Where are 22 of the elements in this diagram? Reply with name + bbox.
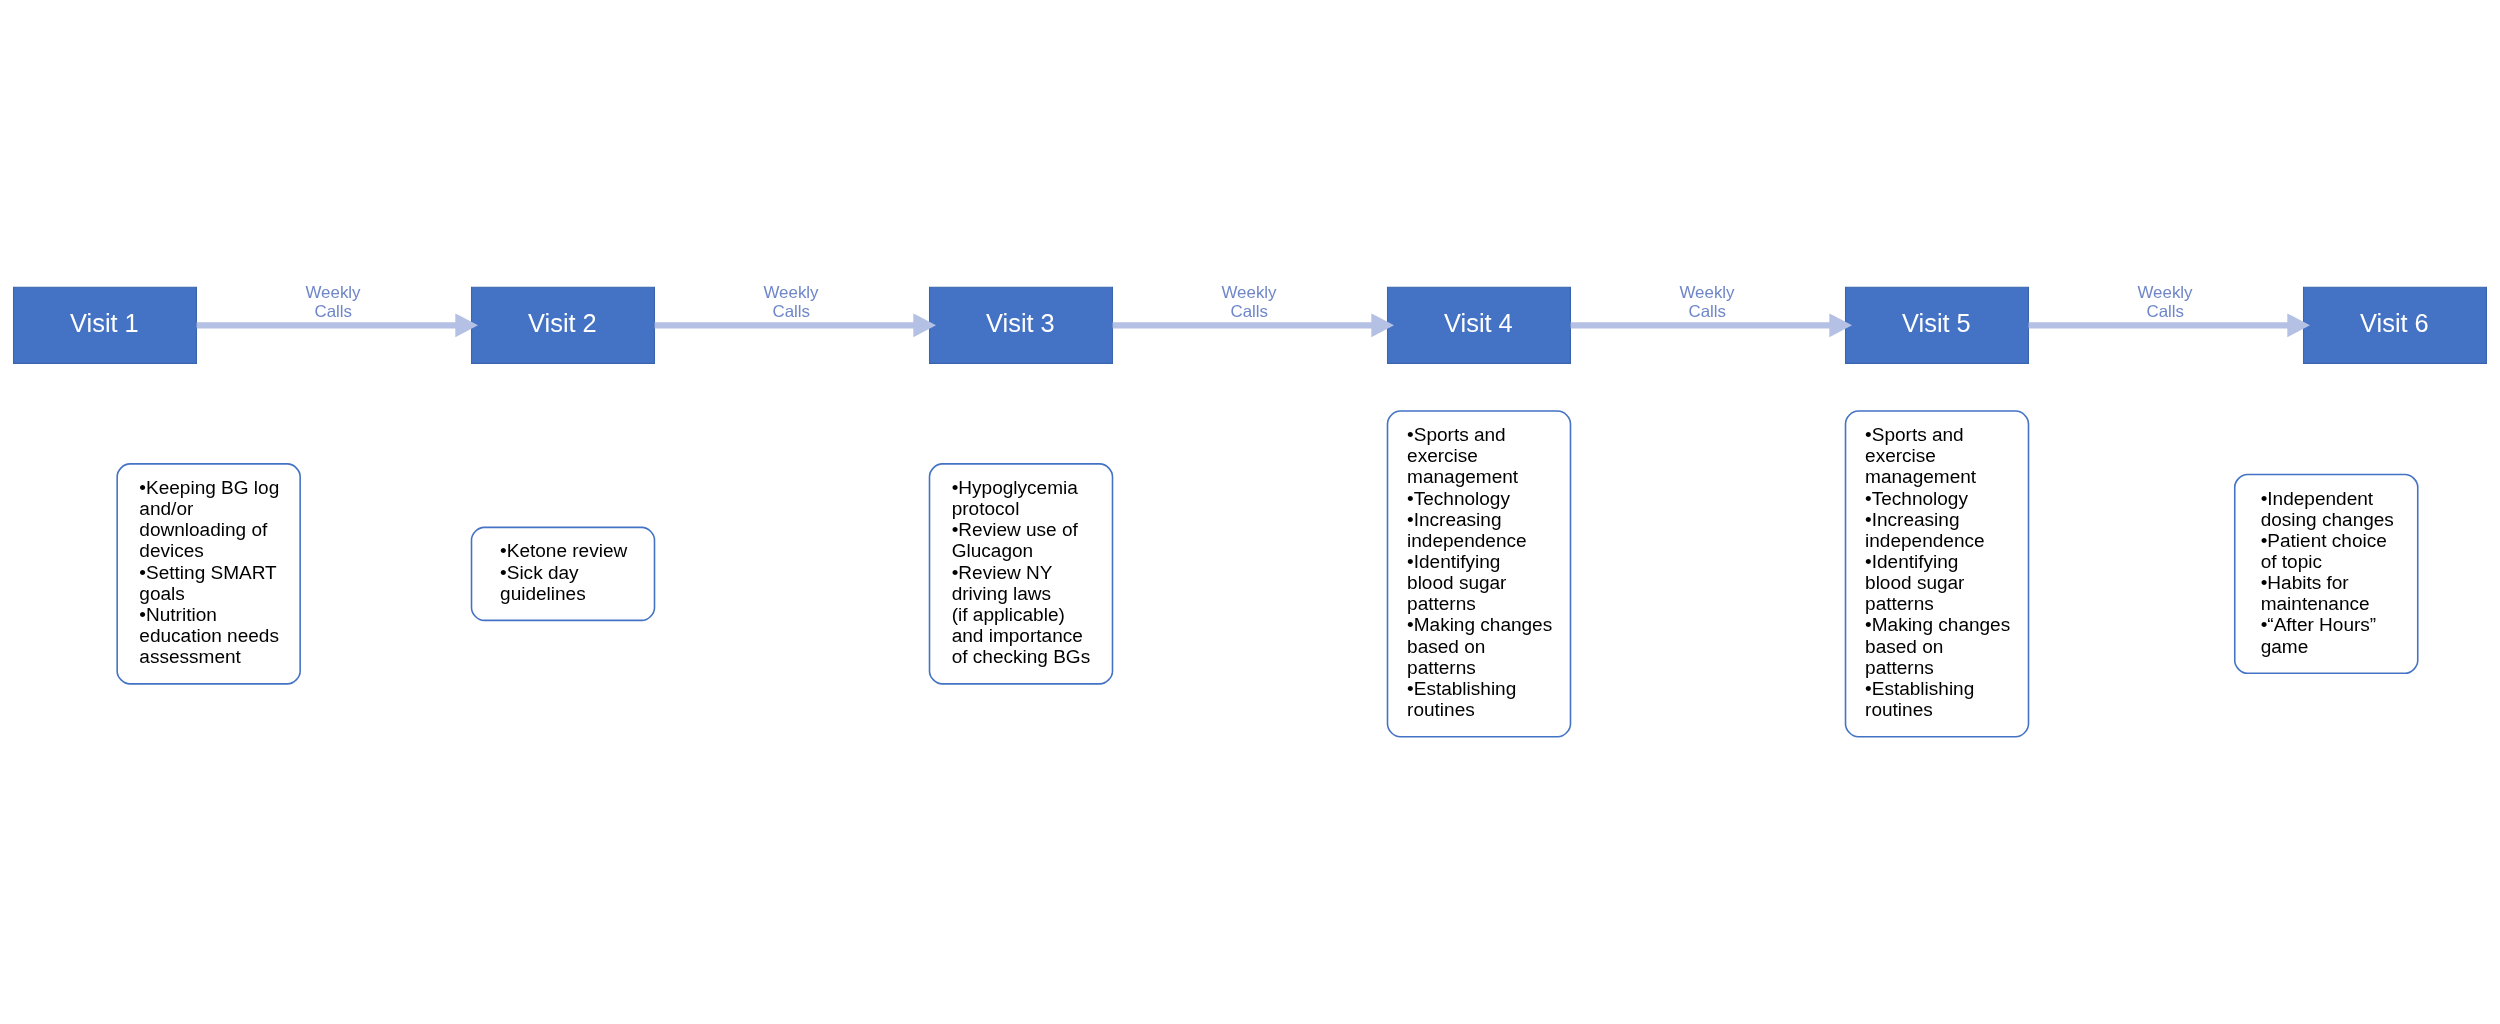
arrow bbox=[1112, 313, 1395, 338]
arrow bbox=[654, 313, 937, 338]
node-box: •Sports and exercise management •Technology •Increasing independence •Identifying blood sugar patterns •Making changes based on patterns •Establishing routines bbox=[1386, 410, 1572, 738]
node-box: •Independent dosing changes •Patient choice of topic •Habits for maintenance •“After Hours” game bbox=[2233, 473, 2419, 675]
arrow bbox=[2028, 313, 2311, 338]
edge-label: Weekly Calls bbox=[763, 282, 819, 321]
edge-label: Weekly Calls bbox=[1221, 282, 1277, 321]
node-box: •Hypoglycemia protocol •Review use of Glucagon •Review NY driving laws (if applicable) and importance of checking BGs bbox=[928, 463, 1114, 685]
node-box: Visit 5 bbox=[1845, 286, 2029, 364]
node-box: •Ketone review •Sick day guidelines bbox=[470, 526, 656, 622]
node-box: •Sports and exercise management •Technology •Increasing independence •Identifying blood sugar patterns •Making changes based on patterns •Establishing routines bbox=[1844, 410, 2030, 738]
node-box: Visit 1 bbox=[13, 286, 197, 364]
arrow bbox=[196, 313, 479, 338]
node-box: •Keeping BG log and/or downloading of devices •Setting SMART goals •Nutrition education needs assessment bbox=[116, 463, 301, 685]
edge-label: Weekly Calls bbox=[305, 282, 361, 321]
edge-label: Weekly Calls bbox=[2137, 282, 2193, 321]
arrow bbox=[1570, 313, 1853, 338]
node-box: Visit 2 bbox=[471, 286, 655, 364]
node-box: Visit 3 bbox=[929, 286, 1113, 364]
node-box: Visit 4 bbox=[1387, 286, 1571, 364]
node-box: Visit 6 bbox=[2303, 286, 2487, 364]
edge-label: Weekly Calls bbox=[1679, 282, 1735, 321]
